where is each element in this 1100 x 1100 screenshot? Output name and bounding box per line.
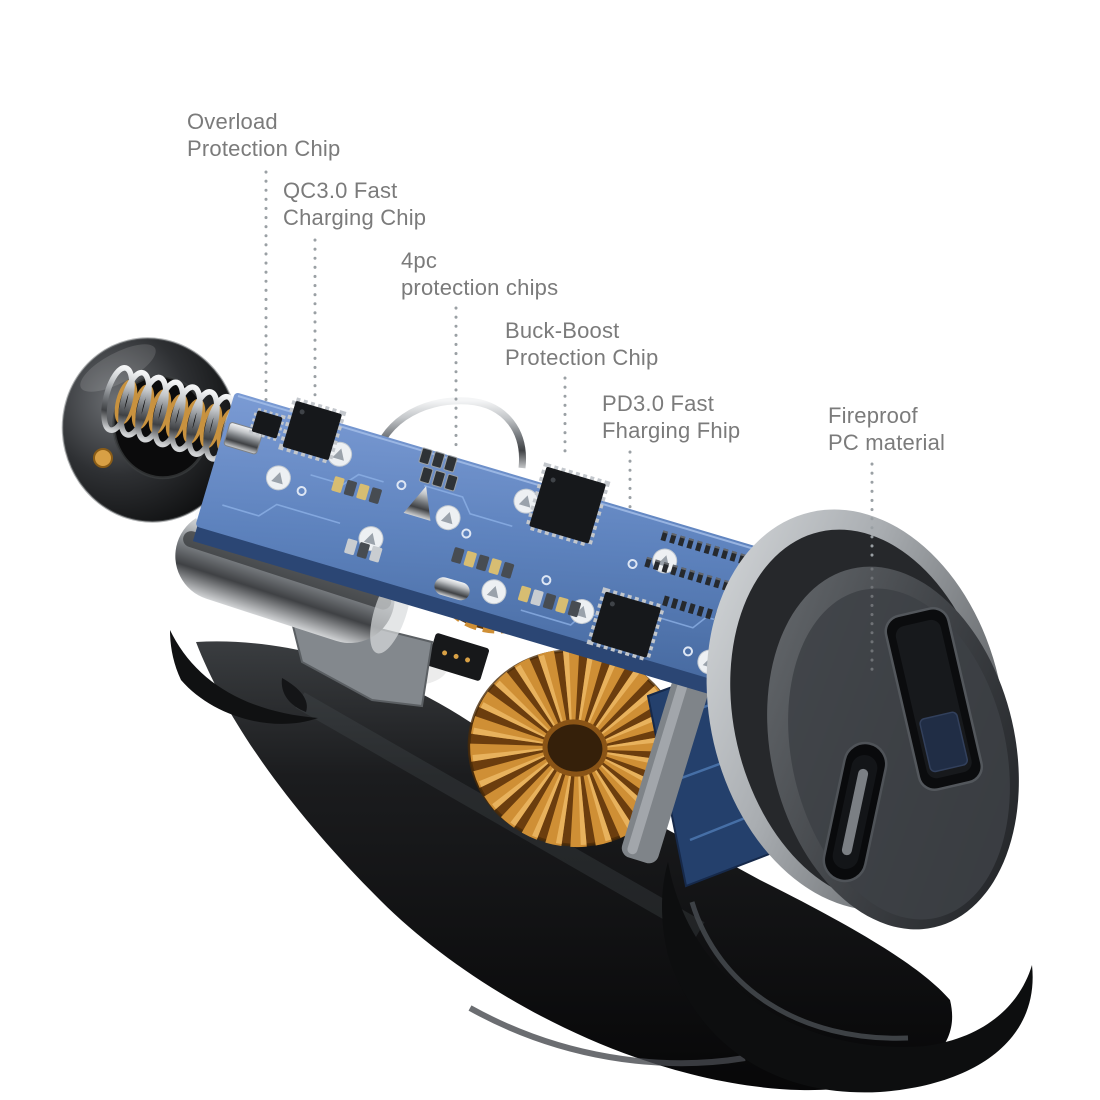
front-face-cap (706, 509, 1019, 930)
callout-qc30-fast-charging-chip: QC3.0 Fast Charging Chip (283, 177, 426, 231)
callout-fireproof-pc-material: Fireproof PC material (828, 402, 945, 456)
callout-line: protection chips (401, 275, 559, 300)
capacitor-rows (331, 447, 581, 618)
buck-boost-chip (524, 462, 611, 548)
usb-a-port (884, 607, 984, 792)
cone-standoff (403, 486, 431, 521)
usb-a-tongue (919, 711, 969, 773)
charger-body-shell (170, 630, 953, 1091)
usb-c-port (822, 741, 888, 883)
callout-line: Protection Chip (505, 345, 659, 370)
main-pcb (192, 392, 795, 707)
callout-line: 4pc (401, 248, 438, 273)
spring-silver-coil (101, 365, 325, 486)
protection-chips-cluster (418, 447, 459, 492)
toroid-coil (467, 648, 683, 848)
spring-bead (93, 448, 113, 468)
callout-line: PC material (828, 430, 946, 455)
qc30-chip (278, 396, 347, 465)
leader-lines (264, 170, 874, 674)
shell-tail (662, 862, 1033, 1093)
callout-line: PD3.0 Fast (602, 391, 715, 416)
callout-4pc-protection-chips: 4pc protection chips (401, 247, 558, 301)
overload-chip (248, 407, 286, 442)
callout-line: Buck-Boost (505, 318, 620, 343)
callout-overload-protection-chip: Overload Protection Chip (187, 108, 340, 162)
callout-line: Fireproof (828, 403, 918, 428)
callout-pd30-fast-charging-chip: PD3.0 Fast Fharging Fhip (602, 390, 740, 444)
callout-line: Protection Chip (187, 136, 341, 161)
callout-line: Fharging Fhip (602, 418, 741, 443)
wire-clip (368, 397, 526, 471)
electrolytic-cap (434, 577, 470, 601)
silkscreen-rings (296, 480, 693, 657)
under-board-connector (426, 633, 490, 681)
callout-line: Charging Chip (283, 205, 427, 230)
callout-line: Overload (187, 109, 278, 134)
shell-rim-crescent (170, 630, 318, 724)
usb-c-tongue (841, 768, 869, 856)
callout-line: QC3.0 Fast (283, 178, 398, 203)
callout-buck-boost-protection-chip: Buck-Boost Protection Chip (505, 317, 658, 371)
pd30-chip (586, 587, 666, 663)
